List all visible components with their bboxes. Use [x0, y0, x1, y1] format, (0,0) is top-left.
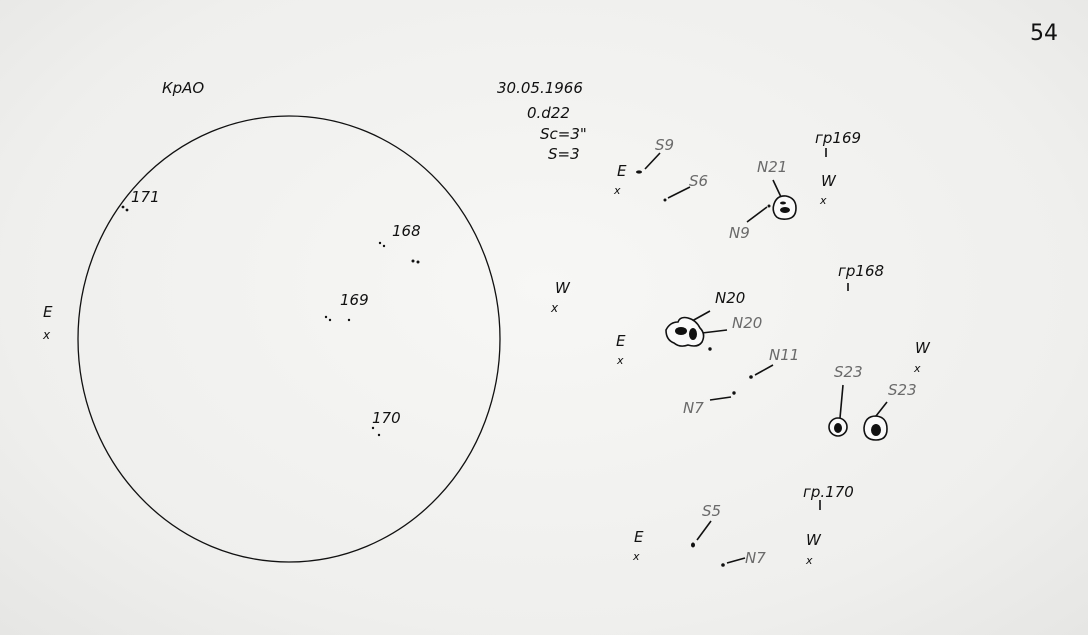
g168-label-n7: N7 [683, 399, 704, 417]
disk-east-mark: x [42, 328, 51, 342]
disk-west-mark: x [550, 301, 559, 315]
g170-west-label: W [806, 531, 822, 549]
solar-disk [77, 115, 501, 563]
group-171-label: 171 [131, 188, 160, 206]
g169-label-n21: N21 [757, 158, 787, 176]
g168-label-n20b: N20 [732, 314, 762, 332]
g168-west-mark: x [913, 362, 921, 375]
disk-east-label: E [43, 303, 53, 321]
page-number: 54 [1030, 21, 1058, 46]
g170-east-mark: x [632, 550, 640, 563]
g168-label-n20a: N20 [715, 289, 745, 307]
seeing-label: Sc=3" [540, 125, 587, 143]
date-label: 30.05.1966 [497, 79, 583, 97]
g168-label-n11: N11 [769, 346, 799, 364]
g169-east-label: E [617, 162, 627, 180]
g169-west-label: W [821, 172, 837, 190]
g168-east-mark: x [616, 354, 624, 367]
scale-label: S=3 [548, 145, 580, 163]
g169-label-n9: N9 [729, 224, 750, 242]
g168-title: гр168 [838, 262, 884, 280]
g169-label-s6: S6 [689, 172, 708, 190]
g168-west-label: W [915, 339, 931, 357]
group-169-label: 169 [340, 291, 369, 309]
group-168-label: 168 [392, 222, 421, 240]
g169-east-mark: x [613, 184, 621, 197]
g168-east-label: E [616, 332, 626, 350]
group-170-detail: гр.170 E x W x S5 N7 [632, 483, 854, 567]
group-168-detail: гр168 E x W x N20 N20 N11 N7 S23 S23 [616, 262, 931, 441]
g169-label-s9: S9 [655, 136, 674, 154]
g170-label-s5: S5 [702, 502, 721, 520]
g169-title: гр169 [815, 129, 861, 147]
group-170-label: 170 [372, 409, 401, 427]
g168-label-s23a: S23 [834, 363, 863, 381]
g170-title: гр.170 [803, 483, 854, 501]
g168-label-s23b: S23 [888, 381, 917, 399]
g170-east-label: E [634, 528, 644, 546]
group-169-detail: E x гр169 W x S9 S6 N21 N9 [613, 129, 861, 242]
g170-west-mark: x [805, 554, 813, 567]
disk-west-label: W [555, 279, 571, 297]
disk-spots [121, 205, 420, 437]
g170-label-n7: N7 [745, 549, 766, 567]
g169-west-mark: x [819, 194, 827, 207]
observatory-label: КрАО [162, 79, 204, 97]
time-label: 0.d22 [527, 104, 570, 122]
